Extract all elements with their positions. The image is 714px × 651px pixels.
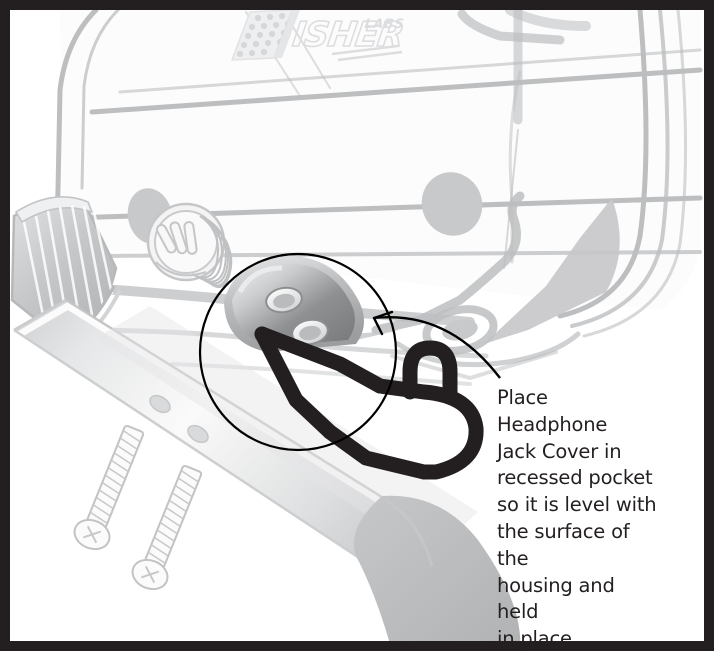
screw-1-phillips-icon: [82, 525, 102, 544]
pocket-highlight: [237, 265, 283, 294]
machine-screw-group: [73, 424, 203, 591]
housing-right-shell-mid: [570, 10, 670, 328]
leader-line-group: [372, 310, 501, 379]
brand-logo: ISHER LABS: [230, 10, 407, 62]
jack-socket-2-bore: [299, 325, 321, 341]
machine-screw-1: [73, 424, 145, 551]
logo-suffix: LABS: [364, 17, 406, 32]
collar-threads: [191, 215, 233, 289]
headphone-jack-cover: [254, 326, 484, 480]
screw-1-threads: [89, 429, 141, 525]
grip-contour: [385, 498, 434, 567]
s-rod-top-edge: [13, 298, 67, 332]
housing-left-shoulder-inner: [80, 10, 120, 190]
housing-panel-line-1: [89, 67, 703, 115]
jack-ring-inner: [442, 319, 478, 341]
jack-socket-1-bore: [273, 293, 295, 309]
jack-ring-outer: [422, 305, 498, 355]
cover-upper-spine: [254, 326, 388, 394]
s-rod-highlight: [18, 301, 464, 555]
leader-line: [373, 316, 501, 379]
machine-screw-2: [131, 464, 203, 591]
logo-wordmark: ISHER: [290, 15, 406, 55]
grip-body: [353, 495, 521, 641]
housing-flute-1: [457, 10, 565, 45]
housing-dimple-right: [421, 172, 483, 236]
checkered-flag-icon: [230, 10, 300, 61]
housing-right-shell-inner: [582, 10, 688, 338]
s-rod-hole-2: [187, 424, 209, 444]
collar-shadow-arc: [155, 261, 207, 277]
collar-finger-tabs: [156, 221, 198, 255]
leader-arrowhead-icon: [372, 310, 394, 336]
s-rod-shadow-band: [96, 306, 478, 556]
housing-right-wedge: [484, 198, 620, 344]
housing-rib-1-line: [508, 70, 522, 264]
cover-retaining-loop: [402, 340, 458, 404]
housing-center-bracket: [371, 191, 525, 335]
housing-panel-line-1b: [118, 48, 702, 94]
detail-circle: [198, 252, 398, 452]
armrest-grip: [353, 495, 521, 641]
knob-knurling: [22, 204, 114, 339]
screw-2-threads: [147, 469, 199, 565]
cover-tip-wedge: [254, 326, 338, 440]
s-rod-hole-1: [149, 394, 171, 414]
threaded-collar: [146, 202, 233, 289]
knob-top-rim: [14, 196, 94, 224]
screw-2-phillips-icon: [140, 565, 160, 584]
housing-right-shell-outer: [557, 10, 649, 319]
